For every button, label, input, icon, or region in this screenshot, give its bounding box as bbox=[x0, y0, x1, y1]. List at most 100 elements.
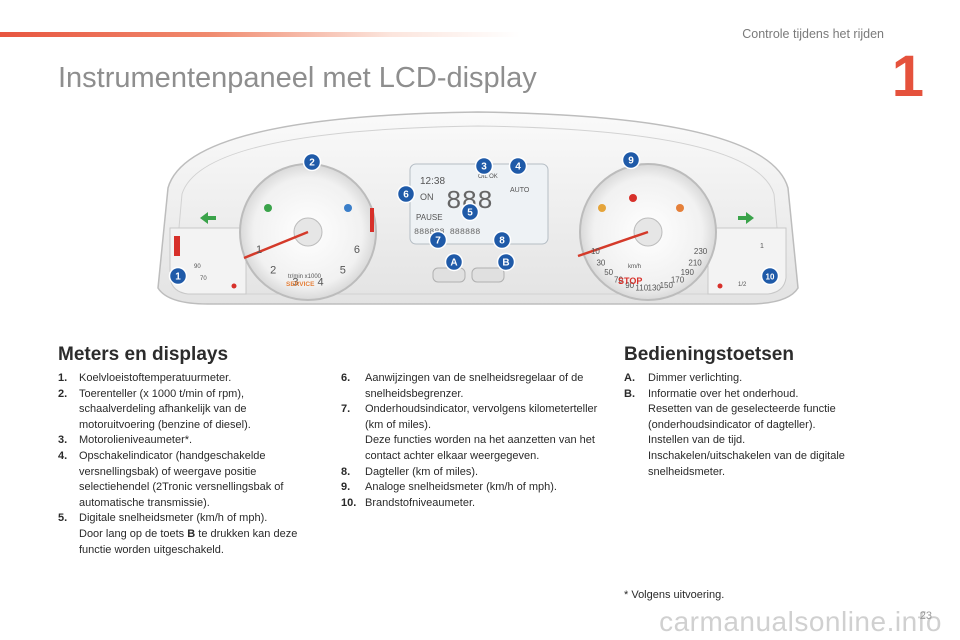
list-item: 5.Digitale snelheidsmeter (km/h of mph).… bbox=[58, 512, 298, 556]
svg-text:8: 8 bbox=[499, 236, 505, 247]
watermark: carmanualsonline.info bbox=[659, 606, 942, 637]
callout-badge-7: 7 bbox=[428, 230, 448, 250]
svg-text:9: 9 bbox=[628, 156, 634, 167]
svg-text:4: 4 bbox=[515, 162, 521, 173]
tacho-number: 1 bbox=[256, 244, 262, 256]
tacho-number: 3 bbox=[292, 277, 298, 289]
svg-text:1: 1 bbox=[175, 272, 181, 283]
speedo-number: 130 bbox=[648, 284, 662, 293]
stop-label: STOP bbox=[618, 276, 642, 286]
speedo-number: 210 bbox=[688, 258, 702, 267]
page-title: Instrumentenpaneel met LCD-display bbox=[58, 62, 537, 94]
service-label: SERVICE bbox=[286, 281, 315, 288]
controls-heading: Bedieningstoetsen bbox=[624, 344, 794, 365]
lcd-oil: OIL OK bbox=[478, 174, 498, 180]
callout-badge-9: 9 bbox=[621, 150, 641, 170]
meters-list-right: 6.Aanwijzingen van de snelheidsregelaar … bbox=[341, 371, 603, 511]
callout-badge-5: 5 bbox=[460, 202, 480, 222]
page-number: 23 bbox=[919, 610, 932, 622]
tachometer-needle bbox=[243, 230, 309, 260]
callout-badge-1: 1 bbox=[168, 266, 188, 286]
list-item: 8.Dagteller (km of miles). bbox=[341, 465, 479, 478]
speedo-number: 10 bbox=[591, 247, 600, 256]
temp-red-zone bbox=[174, 236, 180, 256]
list-item: 4.Opschakelindicator (handgeschakelde ve… bbox=[58, 449, 284, 509]
meters-list-left: 1.Koelvloeistoftemperatuurmeter. 2.Toere… bbox=[58, 371, 316, 558]
meters-heading: Meters en displays bbox=[58, 344, 229, 365]
tacho-unit: tr/min x1000 bbox=[288, 274, 322, 280]
speedo-number: 150 bbox=[660, 281, 674, 290]
light-indicator-icon bbox=[264, 204, 272, 212]
section-label: Controle tijdens het rijden bbox=[742, 27, 884, 41]
lcd-odometer: 888888 888888 bbox=[414, 227, 480, 237]
turn-right-icon bbox=[738, 212, 754, 224]
list-item: 6.Aanwijzingen van de snelheidsregelaar … bbox=[341, 372, 584, 400]
tacho-number: 6 bbox=[354, 244, 360, 256]
callout-badge-4: 4 bbox=[508, 156, 528, 176]
button-b-illustration bbox=[471, 267, 505, 283]
temp-scale-low: 70 bbox=[200, 276, 207, 282]
fuel-red-dot bbox=[717, 283, 723, 289]
svg-text:6: 6 bbox=[403, 190, 409, 201]
speedo-unit: km/h bbox=[628, 264, 641, 270]
callout-badge-3: 3 bbox=[474, 156, 494, 176]
callout-badge-b: B bbox=[496, 252, 516, 272]
speedometer-needle bbox=[577, 230, 649, 258]
abs-warning-icon bbox=[676, 204, 684, 212]
top-accent-bar bbox=[0, 32, 520, 37]
list-item: 3.Motorolieniveaumeter*. bbox=[58, 434, 193, 447]
fuel-scale-full: 1 bbox=[760, 243, 764, 250]
footnote: * Volgens uitvoering. bbox=[624, 589, 725, 601]
temp-scale-high: 90 bbox=[194, 264, 201, 270]
speedo-number: 230 bbox=[694, 247, 708, 256]
svg-text:10: 10 bbox=[766, 273, 775, 282]
svg-text:B: B bbox=[502, 258, 509, 269]
svg-text:5: 5 bbox=[467, 208, 473, 219]
list-item: A.Dimmer verlichting. bbox=[624, 372, 743, 384]
callout-badge-8: 8 bbox=[492, 230, 512, 250]
speedo-number: 30 bbox=[596, 258, 605, 267]
speedo-number: 50 bbox=[604, 268, 613, 277]
button-a-illustration bbox=[432, 267, 466, 283]
list-item: 7.Onderhoudsindicator, vervolgens kilome… bbox=[341, 403, 598, 462]
callout-badge-6: 6 bbox=[396, 184, 416, 204]
tacho-red-zone bbox=[370, 208, 374, 232]
lcd-on: ON bbox=[420, 192, 434, 202]
list-item: 10.Brandstofniveaumeter. bbox=[341, 496, 476, 509]
warning-lamp-icon bbox=[629, 194, 637, 202]
controls-list: A.Dimmer verlichting. B.Informatie over … bbox=[624, 371, 874, 480]
high-beam-icon bbox=[344, 204, 352, 212]
speedo-number: 170 bbox=[671, 276, 685, 285]
speedo-number: 190 bbox=[681, 268, 695, 277]
callout-badge-2: 2 bbox=[302, 152, 322, 172]
list-item: B.Informatie over het onderhoud.Resetten… bbox=[624, 387, 845, 478]
svg-text:A: A bbox=[450, 258, 457, 269]
temp-red-dot bbox=[231, 283, 237, 289]
callout-badge-a: A bbox=[444, 252, 464, 272]
list-item: 1.Koelvloeistoftemperatuurmeter. bbox=[58, 372, 232, 384]
callout-badge-10: 10 bbox=[760, 266, 780, 286]
tacho-number: 5 bbox=[340, 265, 346, 277]
svg-text:7: 7 bbox=[435, 236, 441, 247]
lcd-pause: PAUSE bbox=[416, 213, 443, 222]
item5-second-line: Door lang op de toets B te drukken kan d… bbox=[79, 527, 298, 556]
speedo-number: 70 bbox=[614, 276, 623, 285]
lcd-time: 12:38 bbox=[420, 176, 445, 187]
turn-left-icon bbox=[200, 212, 216, 224]
tacho-number: 4 bbox=[318, 277, 324, 289]
list-item: 9.Analoge snelheidsmeter (km/h of mph). bbox=[341, 481, 557, 494]
lcd-auto: AUTO bbox=[510, 187, 530, 194]
speedo-number: 110 bbox=[635, 284, 648, 293]
list-item: 2.Toerenteller (x 1000 t/min of rpm), sc… bbox=[58, 387, 251, 431]
svg-text:2: 2 bbox=[309, 158, 315, 169]
airbag-warning-icon bbox=[598, 204, 606, 212]
tacho-number: 2 bbox=[270, 265, 276, 277]
svg-text:3: 3 bbox=[481, 162, 487, 173]
chapter-number: 1 bbox=[891, 44, 924, 109]
fuel-scale-half: 1/2 bbox=[738, 282, 747, 288]
speedo-number: 90 bbox=[625, 281, 634, 290]
